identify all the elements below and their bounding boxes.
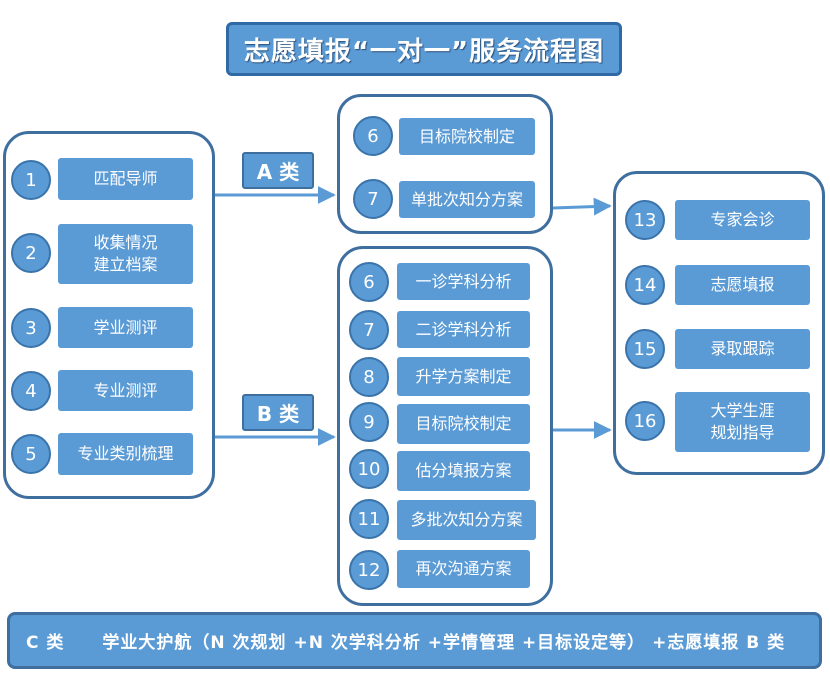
category-c-bar: C 类 学业大护航（N 次规划 +N 次学科分析 +学情管理 +目标设定等） +… <box>7 612 822 669</box>
step-3-label: 学业测评 <box>58 307 193 348</box>
step-13-label: 专家会诊 <box>675 200 810 240</box>
category-a-tag: A 类 <box>242 152 314 189</box>
step-13-number: 13 <box>625 200 665 240</box>
step-5-label: 专业类别梳理 <box>58 433 193 475</box>
b-step-10-number: 10 <box>349 449 389 489</box>
a-step-7-label: 单批次知分方案 <box>399 181 535 218</box>
step-3-number: 3 <box>11 308 51 348</box>
step-15-number: 15 <box>625 329 665 369</box>
step-1-number: 1 <box>11 160 51 200</box>
step-2-label: 收集情况 建立档案 <box>58 224 193 284</box>
b-step-8-number: 8 <box>349 357 389 397</box>
category-c-text: 学业大护航（N 次规划 +N 次学科分析 +学情管理 +目标设定等） +志愿填报… <box>102 633 786 653</box>
b-step-6-label: 一诊学科分析 <box>397 263 530 300</box>
b-step-11-label: 多批次知分方案 <box>397 500 536 540</box>
step-2-number: 2 <box>11 233 51 273</box>
category-b-tag: B 类 <box>242 394 314 431</box>
step-16-label: 大学生涯 规划指导 <box>675 392 810 452</box>
a-step-6-label: 目标院校制定 <box>399 118 535 155</box>
arrow-a-to-final <box>552 197 612 216</box>
step-5-number: 5 <box>11 434 51 474</box>
step-16-number: 16 <box>625 401 665 441</box>
category-c-label: C 类 <box>26 633 65 653</box>
b-step-11-number: 11 <box>349 499 389 539</box>
step-14-label: 志愿填报 <box>675 265 810 305</box>
step-15-label: 录取跟踪 <box>675 329 810 369</box>
b-step-9-number: 9 <box>349 402 389 442</box>
b-step-9-label: 目标院校制定 <box>397 404 530 444</box>
page-title: 志愿填报“一对一”服务流程图 <box>226 22 622 76</box>
b-step-10-label: 估分填报方案 <box>397 451 530 491</box>
b-step-6-number: 6 <box>349 262 389 302</box>
a-step-7-number: 7 <box>353 179 393 219</box>
step-14-number: 14 <box>625 265 665 305</box>
b-step-7-label: 二诊学科分析 <box>397 311 530 348</box>
a-step-6-number: 6 <box>353 116 393 156</box>
step-1-label: 匹配导师 <box>58 158 193 200</box>
b-step-7-number: 7 <box>349 310 389 350</box>
b-step-12-number: 12 <box>349 550 389 590</box>
b-step-12-label: 再次沟通方案 <box>397 550 530 588</box>
step-4-label: 专业测评 <box>58 370 193 411</box>
b-step-8-label: 升学方案制定 <box>397 357 530 396</box>
step-4-number: 4 <box>11 371 51 411</box>
